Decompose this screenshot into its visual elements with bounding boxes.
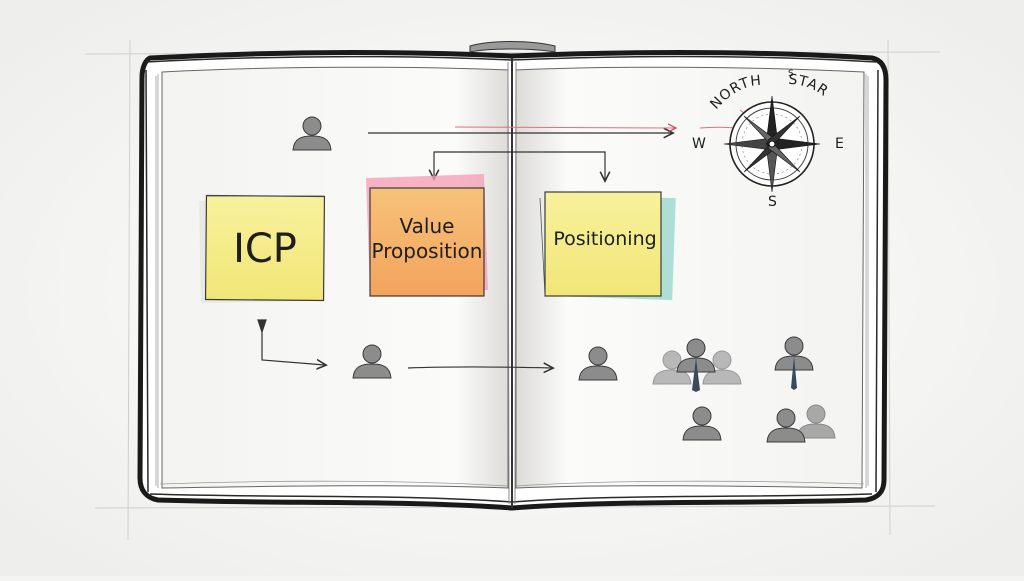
sticky-note-positioning: Positioning bbox=[539, 191, 676, 301]
compass-west-label: W bbox=[692, 136, 706, 152]
positioning-label: Positioning bbox=[553, 228, 656, 250]
value-proposition-line1: Value bbox=[400, 214, 455, 238]
person-icon-with-tie bbox=[774, 336, 814, 390]
arrow-person-to-audience bbox=[407, 367, 552, 368]
sticky-note-icp: ICP bbox=[199, 194, 326, 304]
arrow-to-positioning bbox=[508, 151, 605, 180]
arrow-icp-up-head bbox=[257, 319, 267, 334]
sticky-note-value-proposition: Value Proposition bbox=[366, 173, 488, 297]
arrow-icp-to-person bbox=[261, 322, 325, 365]
people-icons bbox=[292, 116, 836, 443]
person-group-icon-1 bbox=[652, 338, 742, 392]
connector-arrows bbox=[257, 133, 672, 368]
compass-east-label: E bbox=[835, 136, 844, 152]
arrow-to-value-proposition bbox=[434, 151, 508, 178]
compass-south-label: S bbox=[768, 194, 777, 210]
compass-rose-icon bbox=[723, 95, 821, 193]
icp-label: ICP bbox=[233, 226, 297, 272]
value-proposition-line2: Proposition bbox=[372, 239, 483, 263]
compass-north-mark: S bbox=[788, 69, 794, 79]
